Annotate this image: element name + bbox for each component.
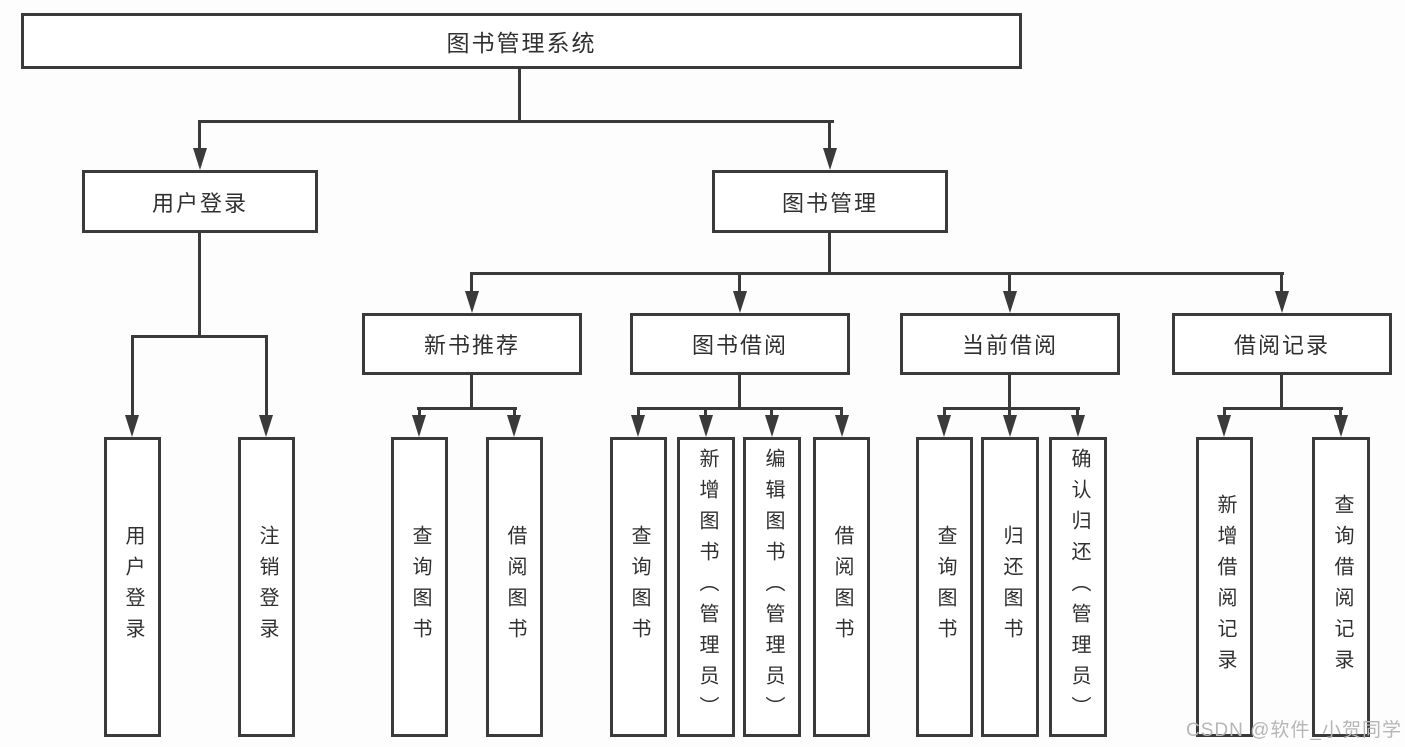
arrowhead-icon — [937, 415, 951, 437]
connector-line — [518, 68, 521, 123]
leaf-user-login: 用户登录 — [104, 437, 161, 737]
connector-line — [470, 272, 473, 294]
arrowhead-icon — [699, 415, 713, 437]
node-borrow-records: 借阅记录 — [1172, 313, 1392, 375]
arrowhead-icon — [1003, 291, 1017, 313]
leaf-add-borrow-record: 新增借阅记录 — [1196, 437, 1253, 737]
connector-line — [513, 407, 516, 419]
arrowhead-icon — [1217, 415, 1231, 437]
connector-line — [131, 335, 134, 419]
connector-line — [1008, 407, 1011, 419]
connector-line — [1076, 407, 1079, 419]
connector-line — [637, 407, 640, 419]
connector-line — [637, 407, 843, 410]
arrowhead-icon — [823, 148, 837, 170]
connector-line — [828, 120, 831, 152]
connector-line — [470, 272, 1284, 275]
arrowhead-icon — [1334, 415, 1348, 437]
connector-line — [1008, 375, 1011, 410]
node-book-management: 图书管理 — [712, 170, 948, 233]
node-library-system: 图书管理系统 — [21, 13, 1022, 69]
connector-line — [198, 120, 201, 152]
connector-line — [828, 233, 831, 275]
connector-line — [770, 407, 773, 419]
connector-line — [704, 407, 707, 419]
connector-line — [738, 272, 741, 294]
arrowhead-icon — [193, 148, 207, 170]
connector-line — [470, 375, 473, 410]
connector-line — [198, 233, 201, 338]
arrowhead-icon — [259, 415, 273, 437]
node-new-book-recommend: 新书推荐 — [362, 313, 582, 375]
node-user-login: 用户登录 — [82, 170, 318, 233]
leaf-query-books-recommend: 查询图书 — [391, 437, 448, 737]
arrowhead-icon — [1071, 415, 1085, 437]
arrowhead-icon — [125, 415, 139, 437]
leaf-query-books-current: 查询图书 — [916, 437, 973, 737]
arrowhead-icon — [1003, 415, 1017, 437]
connector-line — [1280, 375, 1283, 410]
leaf-borrow-books: 借阅图书 — [813, 437, 870, 737]
leaf-confirm-return-admin: 确认归还（管理员） — [1049, 437, 1107, 737]
connector-line — [1280, 272, 1283, 294]
connector-line — [943, 407, 1080, 410]
arrowhead-icon — [1275, 291, 1289, 313]
connector-line — [1223, 407, 1343, 410]
node-current-borrowing: 当前借阅 — [900, 313, 1120, 375]
connector-line — [943, 407, 946, 419]
connector-line — [1223, 407, 1226, 419]
node-book-borrowing: 图书借阅 — [630, 313, 850, 375]
connector-line — [265, 335, 268, 419]
leaf-logout: 注销登录 — [238, 437, 295, 737]
arrowhead-icon — [412, 415, 426, 437]
connector-line — [198, 120, 834, 123]
connector-line — [840, 407, 843, 419]
arrowhead-icon — [733, 291, 747, 313]
connector-line — [417, 407, 517, 410]
leaf-edit-books-admin: 编辑图书（管理员） — [743, 437, 801, 737]
leaf-query-books-borrow: 查询图书 — [610, 437, 667, 737]
arrowhead-icon — [835, 415, 849, 437]
arrowhead-icon — [465, 291, 479, 313]
watermark: CSDN @软件_小贺同学 — [1186, 720, 1402, 741]
connector-line — [1008, 272, 1011, 294]
connector-line — [131, 335, 268, 338]
connector-line — [418, 407, 421, 419]
arrowhead-icon — [507, 415, 521, 437]
connector-line — [738, 375, 741, 410]
leaf-query-borrow-record: 查询借阅记录 — [1312, 437, 1370, 737]
leaf-add-books-admin: 新增图书（管理员） — [677, 437, 735, 737]
leaf-return-books: 归还图书 — [981, 437, 1039, 737]
arrowhead-icon — [631, 415, 645, 437]
connector-line — [1339, 407, 1342, 419]
arrowhead-icon — [765, 415, 779, 437]
leaf-borrow-books-recommend: 借阅图书 — [486, 437, 543, 737]
